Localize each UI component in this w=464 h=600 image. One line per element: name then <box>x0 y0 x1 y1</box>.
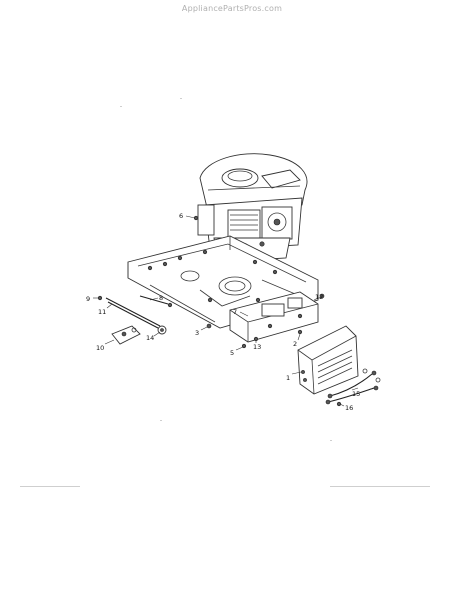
side-rods <box>325 368 381 405</box>
part-10 <box>111 325 141 345</box>
callout-12: 12 <box>315 293 323 301</box>
front-grille <box>297 325 359 395</box>
callout-16: 16 <box>345 404 353 412</box>
rod-11 <box>105 297 161 329</box>
leader-lines <box>93 215 359 407</box>
callout-7: 7 <box>233 308 237 316</box>
callout-5: 5 <box>230 349 234 357</box>
callout-9: 9 <box>86 295 90 303</box>
callout-13: 13 <box>253 343 261 351</box>
callout-15: 15 <box>352 390 360 398</box>
callout-1: 1 <box>286 374 290 382</box>
callout-11: 11 <box>98 308 106 316</box>
callout-3: 3 <box>195 329 199 337</box>
callout-6: 6 <box>179 212 183 220</box>
callout-14: 14 <box>146 334 154 342</box>
callout-10: 10 <box>96 344 104 352</box>
front-bracket <box>229 291 319 343</box>
scan-specks <box>20 98 430 487</box>
rod-8 <box>139 295 173 308</box>
callout-8: 8 <box>159 294 163 302</box>
callout-2: 2 <box>293 340 297 348</box>
fasteners <box>97 215 342 407</box>
watermark: AppliancePartsPros.com <box>181 4 283 13</box>
